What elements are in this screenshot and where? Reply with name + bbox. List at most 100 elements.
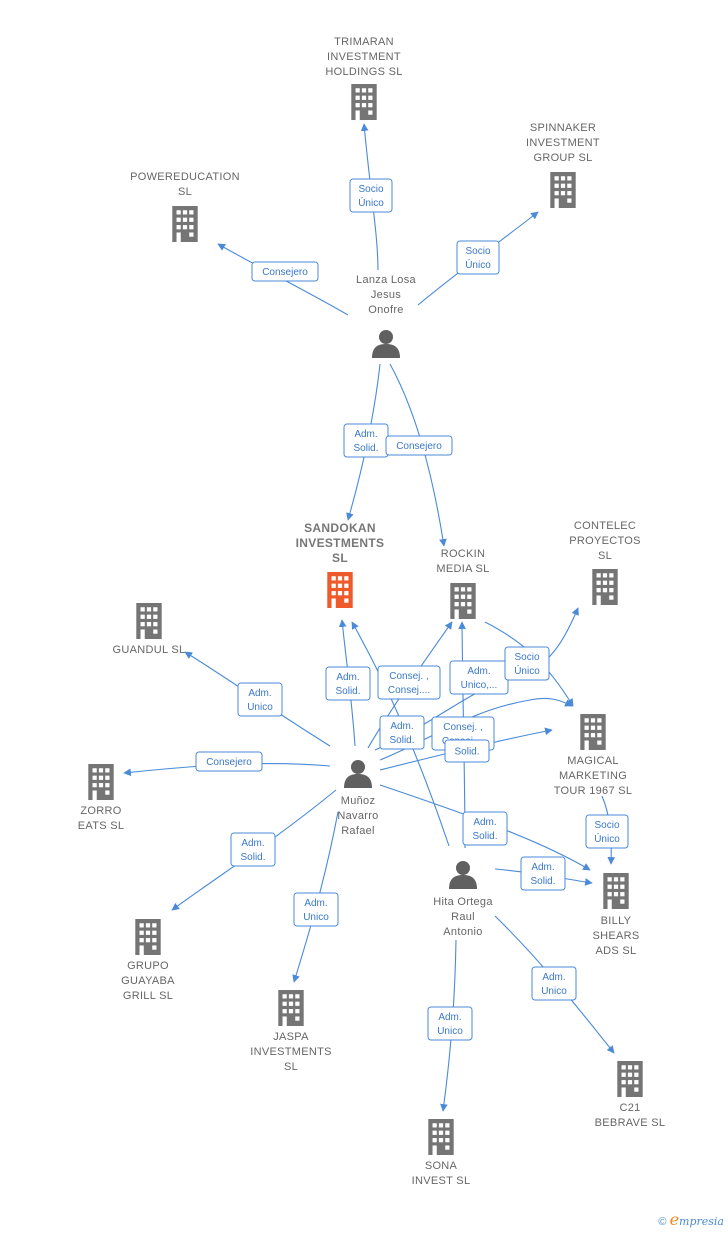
relationship-label-box [456, 240, 500, 275]
relationship-label-box [349, 178, 393, 213]
building-icon [327, 572, 353, 608]
building-icon [603, 873, 629, 909]
relationship-label[interactable]: Consejero [251, 261, 319, 282]
empresia-logo[interactable]: © empresia [658, 1210, 724, 1229]
person-icon [372, 330, 400, 358]
node-label: GRILL SL [123, 990, 173, 1002]
relationship-label-box [585, 814, 629, 849]
relationship-label-text: Adm. [467, 666, 490, 677]
node-label: INVESTMENTS [250, 1046, 332, 1058]
relationship-label-text: Solid. [472, 831, 497, 842]
building-icon [88, 764, 114, 800]
node-label: PROYECTOS [569, 535, 641, 547]
relationship-label-box [504, 646, 550, 681]
node-label: BILLY [601, 915, 632, 927]
relationship-label-text: Socio [514, 652, 539, 663]
relationship-label-text: Adm. [473, 817, 496, 828]
relationship-label[interactable]: Adm.Unico [237, 682, 283, 717]
node-label: Onofre [368, 304, 403, 316]
building-icon [592, 569, 618, 605]
relationship-label-text: Consejero [396, 441, 442, 452]
relationship-label[interactable]: Consej. , Consej.... [377, 665, 441, 700]
node-label: CONTELEC [574, 520, 636, 532]
relationship-label[interactable]: Adm.Unico [427, 1006, 473, 1041]
company-node-jaspa[interactable]: JASPA INVESTMENTS SL [250, 990, 332, 1073]
relationship-label[interactable]: Solid. [444, 739, 490, 763]
building-icon [550, 172, 576, 208]
node-label: MEDIA SL [436, 563, 489, 575]
relationship-label-text: Adm. [241, 838, 264, 849]
node-label: GRUPO [127, 960, 169, 972]
node-label: Jesus [371, 289, 401, 301]
relationship-label[interactable]: Adm.Solid. [230, 832, 276, 867]
relationship-label-box [325, 666, 371, 701]
relationship-label-text: Solid. [454, 747, 479, 758]
relationship-label[interactable]: Consejero [385, 435, 453, 456]
relationship-label-text: Solid. [530, 876, 555, 887]
relationship-label[interactable]: Adm. Solid. [462, 811, 508, 846]
node-label: GROUP SL [533, 152, 592, 164]
relationship-label-text: Único [514, 664, 540, 677]
relationship-label-text: Solid. [335, 686, 360, 697]
logo-text: mpresia [679, 1215, 724, 1228]
relationship-label-box [377, 665, 441, 700]
relationship-label-text: Consej.... [388, 685, 430, 696]
relationship-label[interactable]: Adm. Unico,... [449, 660, 509, 695]
relationship-label-text: Unico,... [461, 680, 498, 691]
node-label: Lanza Losa [356, 274, 416, 286]
relationship-label[interactable]: Adm.Solid. [520, 856, 566, 891]
node-label: MARKETING [559, 770, 627, 782]
building-icon [428, 1119, 454, 1155]
company-node-contelec[interactable]: CONTELEC PROYECTOS SL [569, 520, 641, 605]
relationship-label[interactable]: Adm.Solid. [343, 423, 389, 458]
node-label: SPINNAKER [530, 122, 596, 134]
node-label: SL [178, 186, 192, 198]
relationship-label-text: Socio [594, 820, 619, 831]
node-label: JASPA [273, 1031, 309, 1043]
relationship-label[interactable]: Adm.Unico [293, 892, 339, 927]
node-label: Hita Ortega [433, 896, 493, 908]
relationship-label-text: Adm. [248, 688, 271, 699]
relationship-label-text: Consej. , [389, 671, 428, 682]
relationship-label-box [385, 435, 453, 456]
relationship-label-box [427, 1006, 473, 1041]
relationship-label[interactable]: Adm.Solid. [379, 715, 425, 750]
relationship-label-box [379, 715, 425, 750]
relationship-label-box [251, 261, 319, 282]
node-label: INVESTMENTS [296, 536, 385, 550]
company-node-guandul[interactable]: GUANDUL SL [113, 603, 186, 656]
person-icon [449, 861, 477, 889]
node-label: SL [598, 550, 612, 562]
relationship-label-box [520, 856, 566, 891]
node-label: SANDOKAN [304, 521, 376, 535]
node-label: INVESTMENT [327, 51, 401, 63]
relationship-label-text: Unico [437, 1026, 463, 1037]
relationship-label-box [462, 811, 508, 846]
relationship-label[interactable]: Consejero [195, 751, 263, 772]
node-label: SL [284, 1061, 298, 1073]
node-label: ZORRO [80, 805, 121, 817]
relationship-label[interactable]: Adm.Unico [531, 966, 577, 1001]
relationship-label-text: Socio [465, 246, 490, 257]
building-icon [580, 714, 606, 750]
relationship-label-text: Único [465, 258, 491, 271]
relationship-label[interactable]: Adm.Solid. [325, 666, 371, 701]
